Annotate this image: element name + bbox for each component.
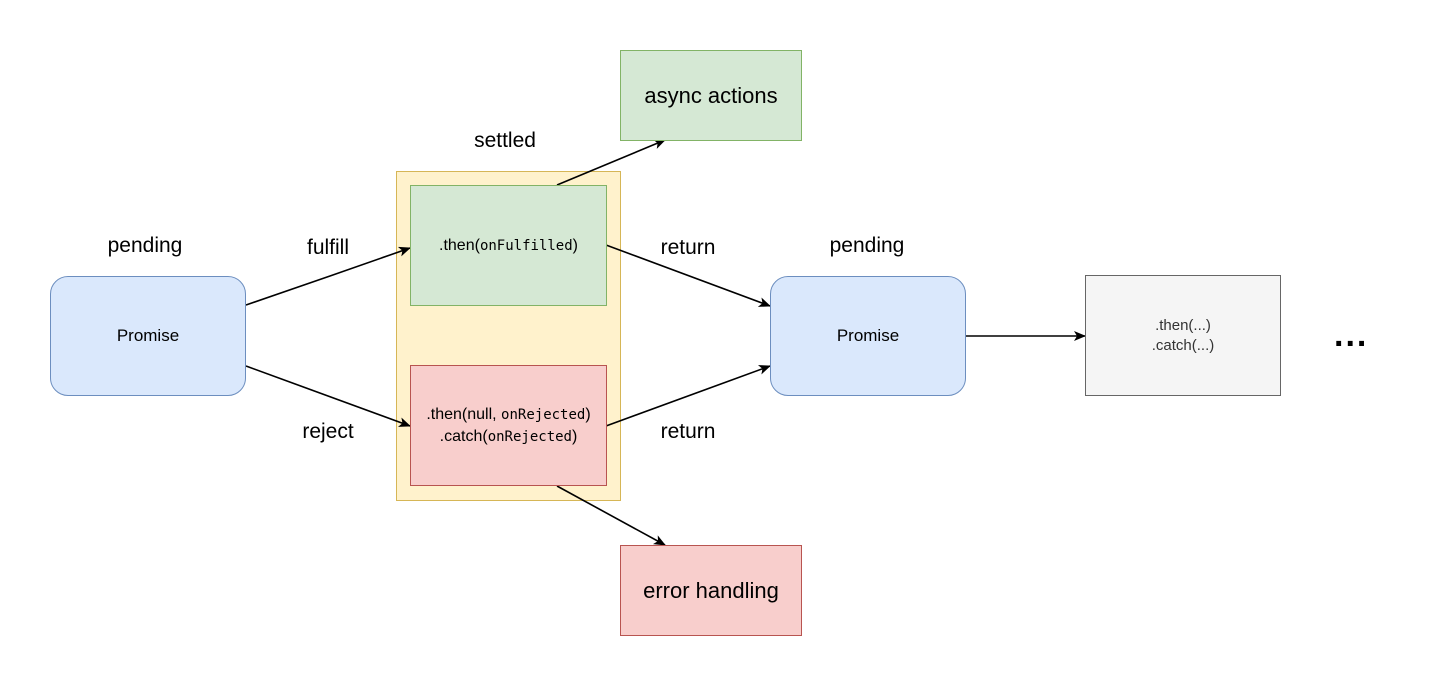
catch-onrejected-text: .catch(onRejected) [440,426,578,448]
catch-close-paren: ) [571,427,578,445]
then-onfulfilled-box: .then(onFulfilled) [410,185,607,306]
async-actions-label: async actions [644,82,778,108]
promise-pending-right: Promise [770,276,966,396]
arrow-async-actions [556,139,666,186]
label-pending-left: pending [107,234,183,257]
continuation-ellipsis: ... [1334,316,1369,354]
arrow-reject [245,365,411,427]
arrow-return-top [605,244,771,307]
promise-pending-left: Promise [50,276,246,396]
label-pending-right: pending [829,234,905,257]
arrow-error-handling [556,485,666,546]
onrejected-arg-1: onRejected [501,406,586,423]
error-handling-label: error handling [643,577,779,603]
promise-right-label: Promise [836,326,900,345]
label-fulfill: fulfill [306,236,350,259]
catch-method: .catch( [439,427,488,445]
catch-onrejected-box: .then(null, onRejected) .catch(onRejecte… [410,365,607,486]
error-handling-box: error handling [620,545,802,636]
then-onfulfilled-text: .then(onFulfilled) [439,235,578,257]
promise-left-label: Promise [116,326,180,345]
next-chain-then: .then(...) [1155,316,1211,334]
label-settled: settled [474,129,536,152]
then-null-onrejected-text: .then(null, onRejected) [426,404,590,426]
label-return-top: return [660,236,716,259]
onfulfilled-arg: onFulfilled [479,237,573,254]
arrow-return-bottom [605,365,771,427]
then-null-close-paren: ) [585,405,591,423]
next-chain-box: .then(...) .catch(...) [1085,275,1281,396]
async-actions-box: async actions [620,50,802,141]
arrow-fulfill [245,246,411,306]
next-chain-catch: .catch(...) [1151,336,1215,354]
label-return-bottom: return [660,420,716,443]
label-reject: reject [302,420,354,443]
onrejected-arg-2: onRejected [487,428,572,445]
then-null-method: .then(null, [426,405,502,423]
then-method: .then( [439,236,480,254]
then-close-paren: ) [572,236,578,254]
